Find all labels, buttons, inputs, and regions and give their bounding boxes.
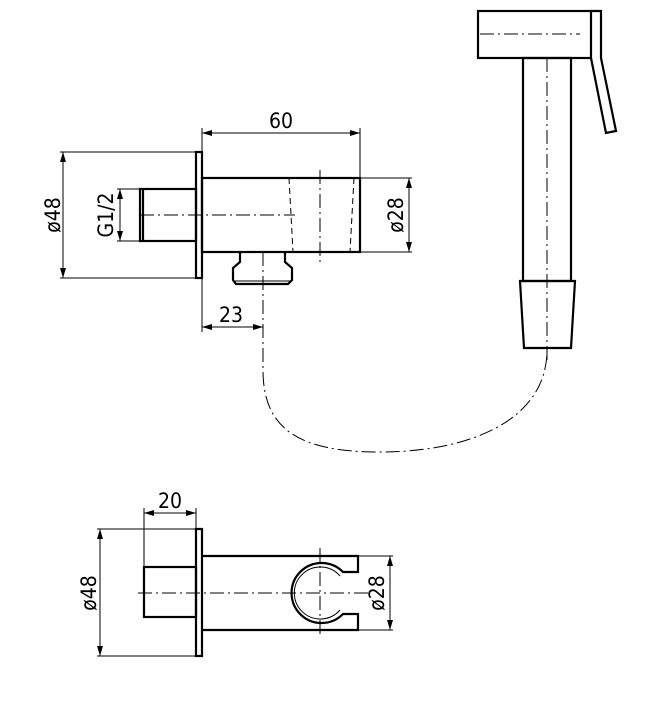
dim-outlet-offset-label: 23 [219, 303, 243, 327]
dim-length-label: 60 [269, 109, 293, 133]
dim-thread-length-label: 20 [158, 489, 182, 513]
bottom-view-holder: 20 ø48 ø28 [77, 489, 393, 658]
top-view-outlet: 60 ø48 G1/2 ø28 23 [41, 109, 412, 332]
dim-thread-label: G1/2 [94, 192, 118, 237]
hose-connector [231, 252, 294, 286]
hose-path [262, 252, 548, 453]
dim-flange-diameter-label: ø48 [41, 197, 65, 233]
hand-sprayer [476, 9, 618, 360]
dim-body-diameter-label: ø28 [384, 197, 408, 233]
sprayer-lever [589, 9, 618, 135]
hose-nut [518, 279, 577, 350]
dim-body-diameter-label-bottom: ø28 [365, 575, 389, 611]
dim-flange-diameter-label-bottom: ø48 [77, 575, 101, 611]
